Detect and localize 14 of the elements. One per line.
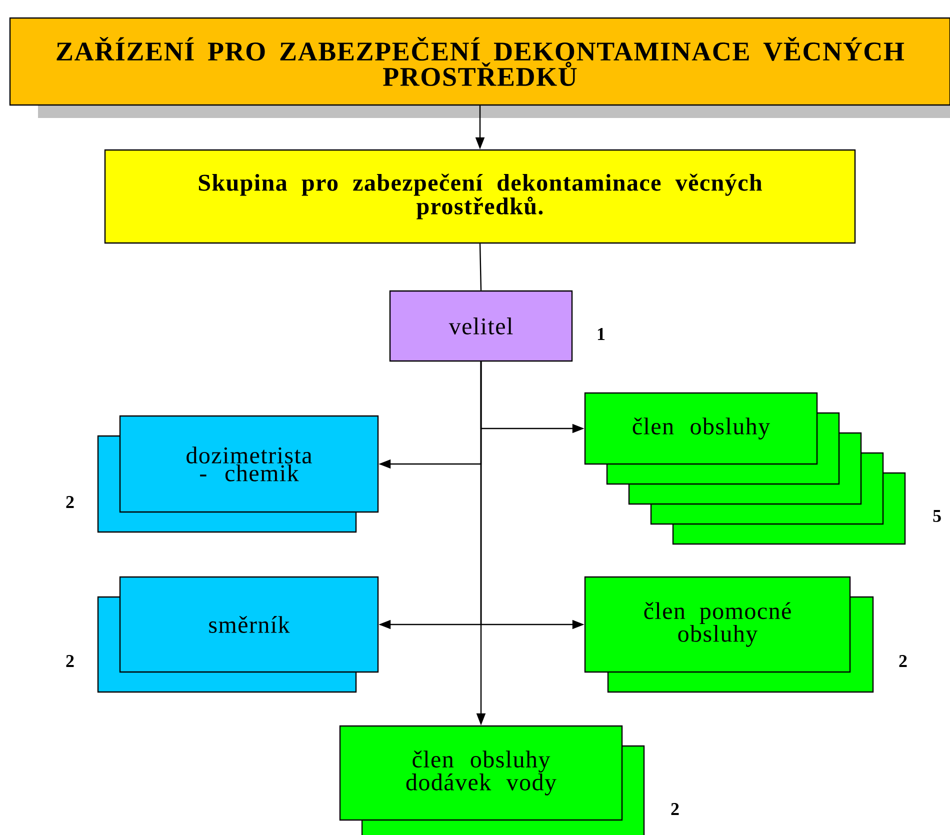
count-label: 2 [66, 496, 74, 508]
stacked-card: člen obsluhy dodávek vody [339, 725, 645, 835]
stacked-card: člen pomocné obsluhy [584, 576, 874, 693]
count-label: 2 [899, 655, 907, 667]
group-box: Skupina pro zabezpečení dekontaminace věcných prostředků. [104, 149, 856, 244]
stacked-card: směrník [97, 576, 379, 693]
commander-box: velitel [389, 290, 573, 362]
count-label: 5 [933, 510, 941, 522]
count-label: 2 [66, 655, 74, 667]
count-label: 1 [598, 328, 605, 340]
stacked-card: člen obsluhy [584, 392, 906, 545]
title-box: ZAŘÍZENÍ PRO ZABEZPEČENÍ DEKONTAMINACE VĚCNÝCH PROSTŘEDKŮ [9, 17, 950, 118]
count-label: 2 [671, 803, 679, 815]
stacked-card: dozimetrista - chemik [97, 415, 379, 533]
